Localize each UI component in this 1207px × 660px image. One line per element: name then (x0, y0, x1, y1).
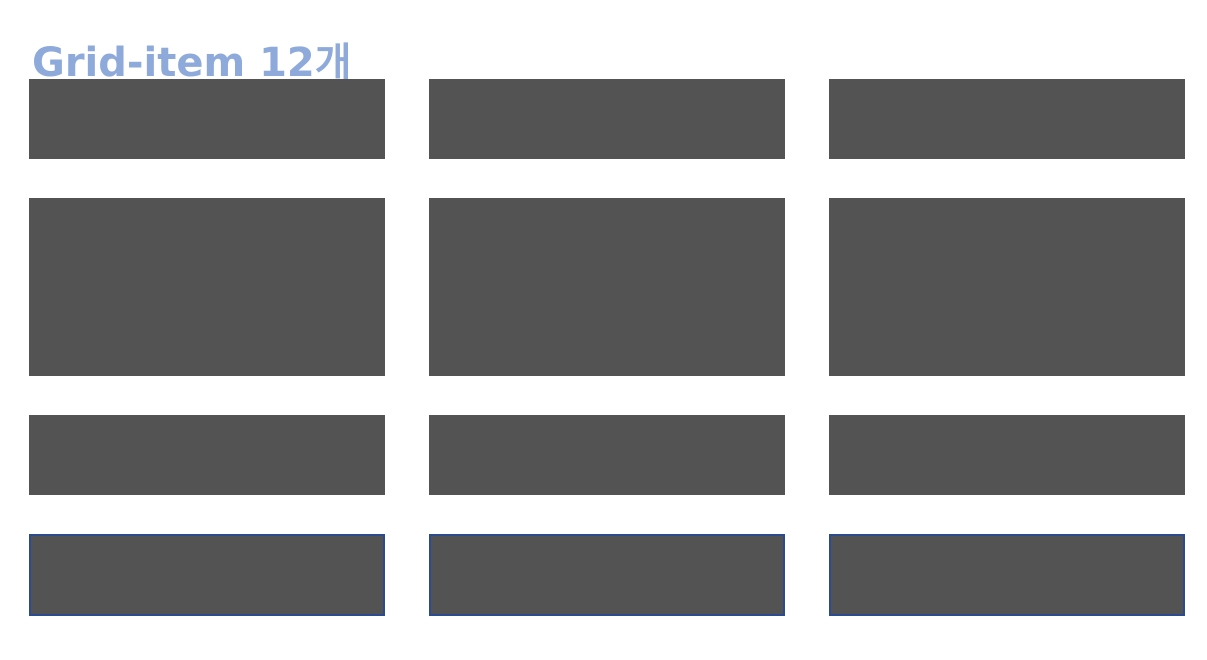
grid-container (29, 79, 1185, 616)
grid-item (829, 79, 1185, 159)
grid-item (29, 198, 385, 376)
grid-item (429, 198, 785, 376)
grid-item (429, 415, 785, 495)
grid-item (829, 198, 1185, 376)
grid-item (429, 79, 785, 159)
grid-item (29, 415, 385, 495)
grid-item (829, 415, 1185, 495)
page-title: Grid-item 12개 (32, 39, 352, 86)
grid-item (29, 534, 385, 616)
grid-item (829, 534, 1185, 616)
grid-item (29, 79, 385, 159)
grid-item (429, 534, 785, 616)
